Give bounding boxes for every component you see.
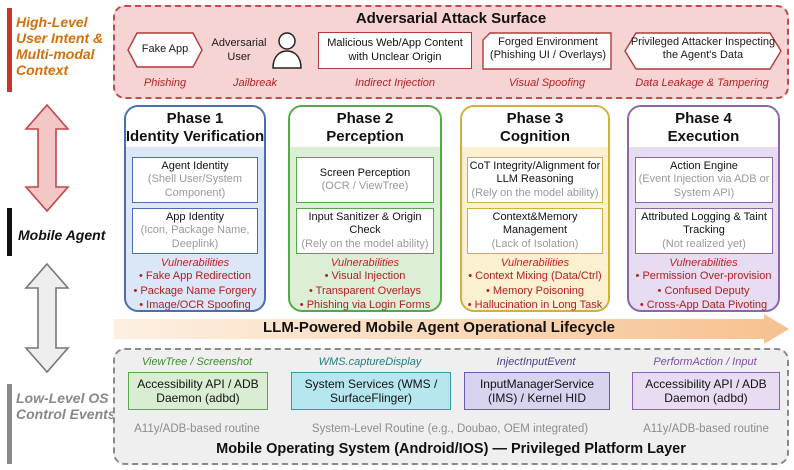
threat-adversarial-user: Adversarial User — [211, 37, 267, 63]
phase-3-header-fill — [462, 107, 608, 147]
user-icon — [272, 32, 302, 69]
fake-app-shape — [127, 32, 203, 68]
threat-malicious-content: Malicious Web/App Content with Unclear O… — [318, 32, 472, 69]
routine-system-level: System-Level Routine (e.g., Doubao, OEM … — [311, 423, 589, 435]
privileged-attacker-shape — [624, 32, 782, 70]
phase-1-vuln-title: Vulnerabilities — [160, 257, 230, 269]
phase-3-vuln-list: • Context Mixing (Data/Ctrl) • Memory Po… — [467, 270, 603, 312]
arrow-bottom-shape — [24, 262, 70, 374]
phase-4-header-fill — [629, 107, 778, 147]
os-box-input-manager: InputManagerService (IMS) / Kernel HID — [464, 372, 610, 410]
phase-4-vuln-title: Vulnerabilities — [669, 257, 738, 269]
lifecycle-arrow — [114, 314, 789, 344]
agent-level-bar — [7, 208, 12, 256]
os-box-accessibility-left: Accessibility API / ADB Daemon (adbd) — [128, 372, 268, 410]
phase-2-vuln-list: • Visual Injection • Transparent Overlay… — [299, 270, 431, 312]
api-label-capture-display: WMS.captureDisplay — [318, 356, 422, 368]
lifecycle-title: LLM-Powered Mobile Agent Operational Lif… — [263, 319, 615, 336]
agent-identity-box: Agent Identity(Shell User/System Compone… — [132, 157, 258, 203]
os-layer-title: Mobile Operating System (Android/IOS) — … — [216, 441, 686, 457]
threat-forged-env: Forged Environment (Phishing UI / Overla… — [489, 36, 607, 62]
attack-surface-title: Adversarial Attack Surface — [355, 10, 547, 27]
action-engine-box: Action Engine(Event Injection via ADB or… — [635, 157, 773, 203]
api-label-perform-action: PerformAction / Input — [653, 356, 757, 368]
context-memory-box: Context&Memory Management(Lack of Isolat… — [467, 208, 603, 254]
os-level-label: Low-Level OS Control Events — [16, 390, 116, 423]
intent-level-bar — [7, 8, 12, 92]
threat-privileged-attacker: Privileged Attacker Inspecting the Agent… — [630, 36, 776, 62]
phase-2-header-fill — [290, 107, 440, 147]
os-box-system-services: System Services (WMS / SurfaceFlinger) — [291, 372, 451, 410]
up-down-arrow-bottom — [24, 262, 70, 374]
threat-label-phishing: Phishing — [143, 77, 187, 89]
phase-2-vuln-title: Vulnerabilities — [330, 257, 400, 269]
cot-integrity-box: CoT Integrity/Alignment for LLM Reasonin… — [467, 157, 603, 203]
threat-fake-app: Fake App — [141, 43, 189, 55]
arrow-top-shape — [24, 103, 70, 213]
threat-label-jailbreak: Jailbreak — [232, 77, 278, 89]
api-label-viewtree: ViewTree / Screenshot — [141, 356, 253, 368]
app-identity-box: App Identity(Icon, Package Name, Deeplin… — [132, 208, 258, 254]
threat-label-visual-spoofing: Visual Spoofing — [508, 77, 586, 89]
intent-level-label: High-Level User Intent & Multi-modal Con… — [16, 14, 104, 79]
screen-perception-box: Screen Perception(OCR / ViewTree) — [296, 157, 434, 203]
api-label-inject-input: InjectInputEvent — [496, 356, 576, 368]
os-box-accessibility-right: Accessibility API / ADB Daemon (adbd) — [632, 372, 780, 410]
os-level-bar — [7, 384, 12, 464]
phase-1-vuln-list: • Fake App Redirection • Package Name Fo… — [133, 270, 257, 312]
threat-label-data-leakage: Data Leakage & Tampering — [635, 77, 769, 89]
phase-3-vuln-title: Vulnerabilities — [500, 257, 570, 269]
threat-label-indirect-injection: Indirect Injection — [354, 77, 436, 89]
routine-right: A11y/ADB-based routine — [643, 423, 769, 435]
up-down-arrow-top — [24, 103, 70, 213]
phase-4-vuln-list: • Permission Over-provision • Confused D… — [635, 270, 772, 312]
forged-env-shape — [482, 32, 612, 70]
attributed-logging-box: Attributed Logging & Taint Tracking(Not … — [635, 208, 773, 254]
agent-level-label: Mobile Agent — [18, 227, 106, 243]
phase-1-header-fill — [126, 107, 264, 147]
routine-left: A11y/ADB-based routine — [134, 423, 260, 435]
input-sanitizer-box: Input Sanitizer & Origin Check(Rely on t… — [296, 208, 434, 254]
